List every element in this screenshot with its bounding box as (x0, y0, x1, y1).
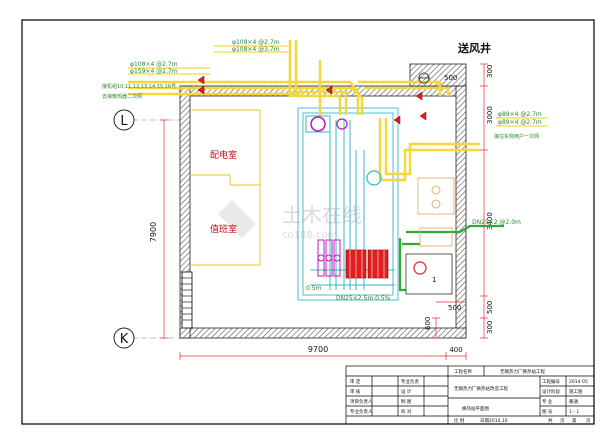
tb-footer-2: 共 (548, 417, 553, 424)
dim-600: 600 (424, 317, 432, 330)
watermark-cn: 土木在线 (282, 203, 362, 227)
tb-left-1: 审 核 (350, 388, 361, 395)
green-pipes (398, 224, 504, 292)
thin-yellow-pipes (128, 45, 548, 127)
tb-mid-2: 制 图 (401, 398, 412, 405)
pump-elevation-label: 0.5m (306, 285, 322, 292)
valves (197, 75, 427, 125)
pipe-note-right: 接往东侧用户一次网 (494, 133, 539, 140)
pipe-label-right-2: φ89×4 @2.7m (498, 119, 542, 126)
dim-height-total: 7900 (149, 222, 158, 242)
control-cabinets (417, 177, 455, 247)
tb-right-value-1: 施工图 (569, 388, 583, 395)
dim-width-total: 9700 (308, 345, 328, 354)
fan-shaft-symbol (418, 72, 430, 84)
tb-right-value-0: 2014-05 (569, 379, 588, 385)
tb-footer-0: 比 例 (454, 417, 465, 424)
dim-500-top: 500 (444, 74, 457, 82)
pipe-label-left-1: φ108×4 @2.7m (130, 61, 178, 68)
axis-label-K: K (120, 332, 129, 347)
tb-left-2: 项目负责人 (350, 398, 373, 405)
tb-left-3: 专业负责人 (350, 408, 373, 415)
tb-footer-3: 页 (560, 418, 565, 424)
pipe-note-left: 接机组10,11,12,13,14,15,16号 (102, 83, 176, 90)
tb-footer-5: 页 (586, 418, 591, 424)
axis-grid (113, 109, 180, 349)
stair-grating (181, 271, 193, 329)
tb-footer-1: 日期2014.10 (480, 418, 508, 424)
fan-shaft-label: 送风井 (457, 41, 491, 55)
room-duty: 值班室 (210, 223, 237, 235)
dimension-lines (160, 63, 488, 360)
watermark-en: co188.com (282, 230, 337, 241)
tb-mid-0: 专业负责 (401, 378, 419, 385)
bottom-pipe-label: DN25×2.5m 0.5% (336, 295, 391, 302)
dim-300-bottom: 300 (486, 321, 494, 334)
dim-3000: 3000 (486, 106, 494, 124)
axis-label-L: L (120, 114, 128, 129)
dim-width-right: 400 (449, 346, 462, 354)
tank-pump-icon (413, 261, 427, 275)
drawing-frame (21, 19, 595, 425)
tb-sub-title: 换热站平面图 (462, 405, 489, 412)
dim-300-top: 300 (486, 65, 494, 78)
pipe-label-top-2: φ108×4 @3.7m (232, 46, 280, 53)
pipe-label-top-1: φ108×4 @2.7m (232, 39, 280, 46)
tb-right-label-1: 设计阶段 (542, 388, 560, 395)
dim-3400: 3400 (486, 212, 494, 230)
pump-group (317, 239, 341, 277)
tb-right-label-3: 图 号 (542, 409, 553, 415)
supply-pipes (128, 40, 480, 182)
dim-500-bottom: 500 (448, 304, 461, 312)
tb-project-value: 无锡热力厂换热站工程 (500, 368, 545, 375)
tb-drawing-title: 无锡热力厂换热站改造工程 (454, 385, 508, 392)
expansion-tank (405, 253, 453, 295)
equipment-frame (297, 107, 399, 301)
tb-left-0: 审 定 (350, 378, 361, 385)
red-units (345, 249, 389, 279)
watermark-logo (218, 200, 256, 238)
pipe-label-right-3: DN25×2 @2.0m (472, 219, 521, 226)
tb-right-value-3: 1 - 1 (569, 409, 579, 415)
tb-mid-1: 设 计 (401, 388, 412, 395)
building-walls (179, 63, 467, 339)
room-power: 配电室 (210, 149, 237, 161)
tank-label: 1 (432, 276, 436, 284)
tb-right-value-2: 暖通 (569, 398, 578, 405)
tb-right-label-2: 专 业 (542, 398, 553, 405)
tb-project-label: 工程名称 (454, 368, 472, 375)
title-block (345, 365, 595, 425)
pipe-label-left-2: φ159×4 @2.7m (130, 68, 178, 75)
heat-exchanger (305, 115, 382, 186)
tb-footer-4: 第 (572, 417, 577, 424)
room-outlines (190, 109, 261, 266)
pipe-label-right-1: φ89×4 @2.7m (498, 111, 542, 118)
tb-right-label-0: 工程编号 (542, 378, 560, 385)
dim-500-right: 500 (486, 301, 494, 314)
tb-mid-3: 校 对 (401, 408, 412, 415)
pipe-note-left-2: 去接散热器二次网 (102, 93, 142, 100)
